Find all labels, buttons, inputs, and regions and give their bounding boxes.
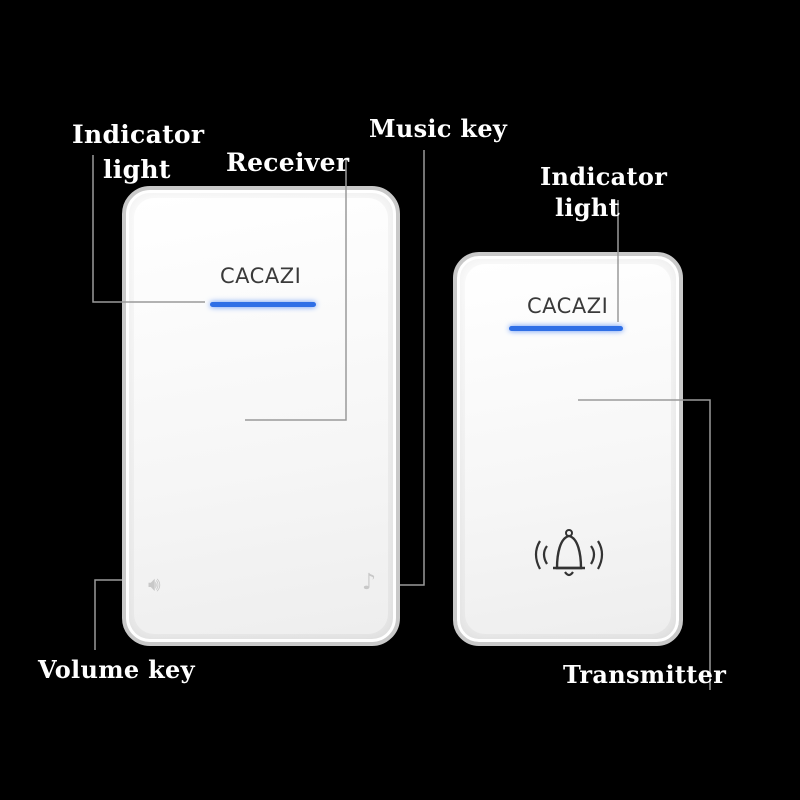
receiver-indicator-label-line1: Indicator	[72, 120, 204, 150]
receiver-indicator-label-line2: light	[103, 155, 171, 185]
transmitter-indicator-label-line2: light	[555, 193, 620, 223]
leader-music-key	[400, 150, 424, 585]
transmitter-indicator-label-line1: Indicator	[540, 162, 667, 192]
leader-volume-key	[95, 580, 122, 650]
transmitter-label: Transmitter	[563, 660, 726, 690]
leader-receiver	[245, 160, 346, 420]
leader-transmitter	[578, 400, 710, 690]
volume-key-label: Volume key	[38, 655, 195, 685]
music-key-label: Music key	[369, 114, 507, 144]
receiver-label: Receiver	[226, 148, 349, 178]
